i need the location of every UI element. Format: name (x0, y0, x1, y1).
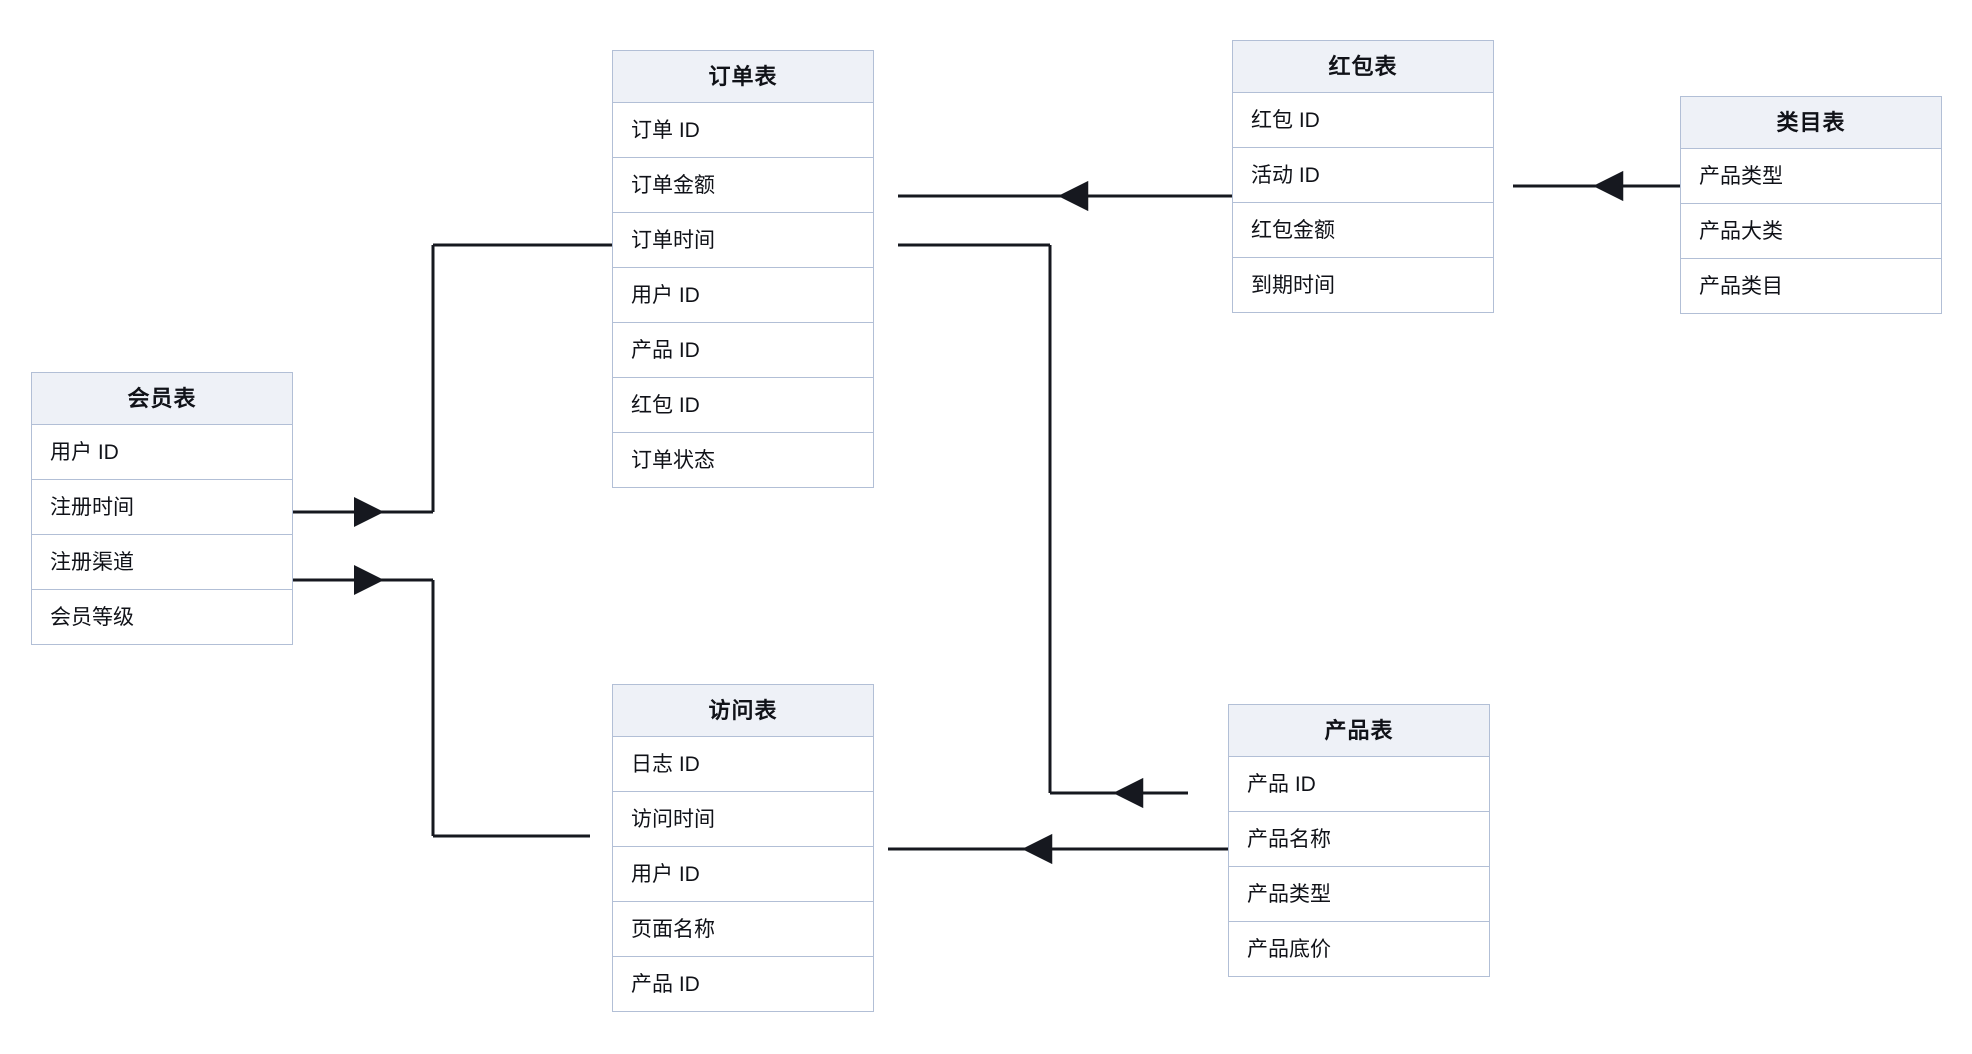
entity-field[interactable]: 用户 ID (613, 847, 873, 902)
connector-member-to-order (293, 243, 612, 528)
entity-field[interactable]: 产品大类 (1681, 204, 1941, 259)
entity-field[interactable]: 红包 ID (613, 378, 873, 433)
entity-field[interactable]: 订单时间 (613, 213, 873, 268)
entity-field[interactable]: 产品类目 (1681, 259, 1941, 314)
entity-field[interactable]: 产品底价 (1229, 922, 1489, 977)
entity-field[interactable]: 订单 ID (613, 103, 873, 158)
entity-field[interactable]: 产品类型 (1229, 867, 1489, 922)
entity-field[interactable]: 红包金额 (1233, 203, 1493, 258)
entity-field[interactable]: 红包 ID (1233, 93, 1493, 148)
connector-member-to-visit (293, 564, 590, 838)
entity-field[interactable]: 到期时间 (1233, 258, 1493, 313)
entity-field[interactable]: 产品 ID (613, 323, 873, 378)
entity-field[interactable]: 会员等级 (32, 590, 292, 645)
entity-field[interactable]: 页面名称 (613, 902, 873, 957)
entity-field[interactable]: 活动 ID (1233, 148, 1493, 203)
entity-field[interactable]: 用户 ID (613, 268, 873, 323)
entity-title-category: 类目表 (1681, 97, 1941, 149)
connector-product-to-order (898, 243, 1188, 809)
entity-field[interactable]: 订单金额 (613, 158, 873, 213)
entity-field[interactable]: 访问时间 (613, 792, 873, 847)
entity-title-order: 订单表 (613, 51, 873, 103)
entity-field[interactable]: 注册渠道 (32, 535, 292, 590)
entity-field[interactable]: 产品类型 (1681, 149, 1941, 204)
entity-table-category[interactable]: 类目表产品类型产品大类产品类目 (1680, 96, 1942, 314)
entity-title-product: 产品表 (1229, 705, 1489, 757)
entity-field[interactable]: 产品 ID (613, 957, 873, 1012)
entity-field[interactable]: 产品 ID (1229, 757, 1489, 812)
entity-field[interactable]: 用户 ID (32, 425, 292, 480)
entity-title-redpacket: 红包表 (1233, 41, 1493, 93)
entity-field[interactable]: 注册时间 (32, 480, 292, 535)
entity-title-member: 会员表 (32, 373, 292, 425)
entity-field[interactable]: 产品名称 (1229, 812, 1489, 867)
entity-field[interactable]: 订单状态 (613, 433, 873, 488)
entity-field[interactable]: 日志 ID (613, 737, 873, 792)
entity-title-visit: 访问表 (613, 685, 873, 737)
